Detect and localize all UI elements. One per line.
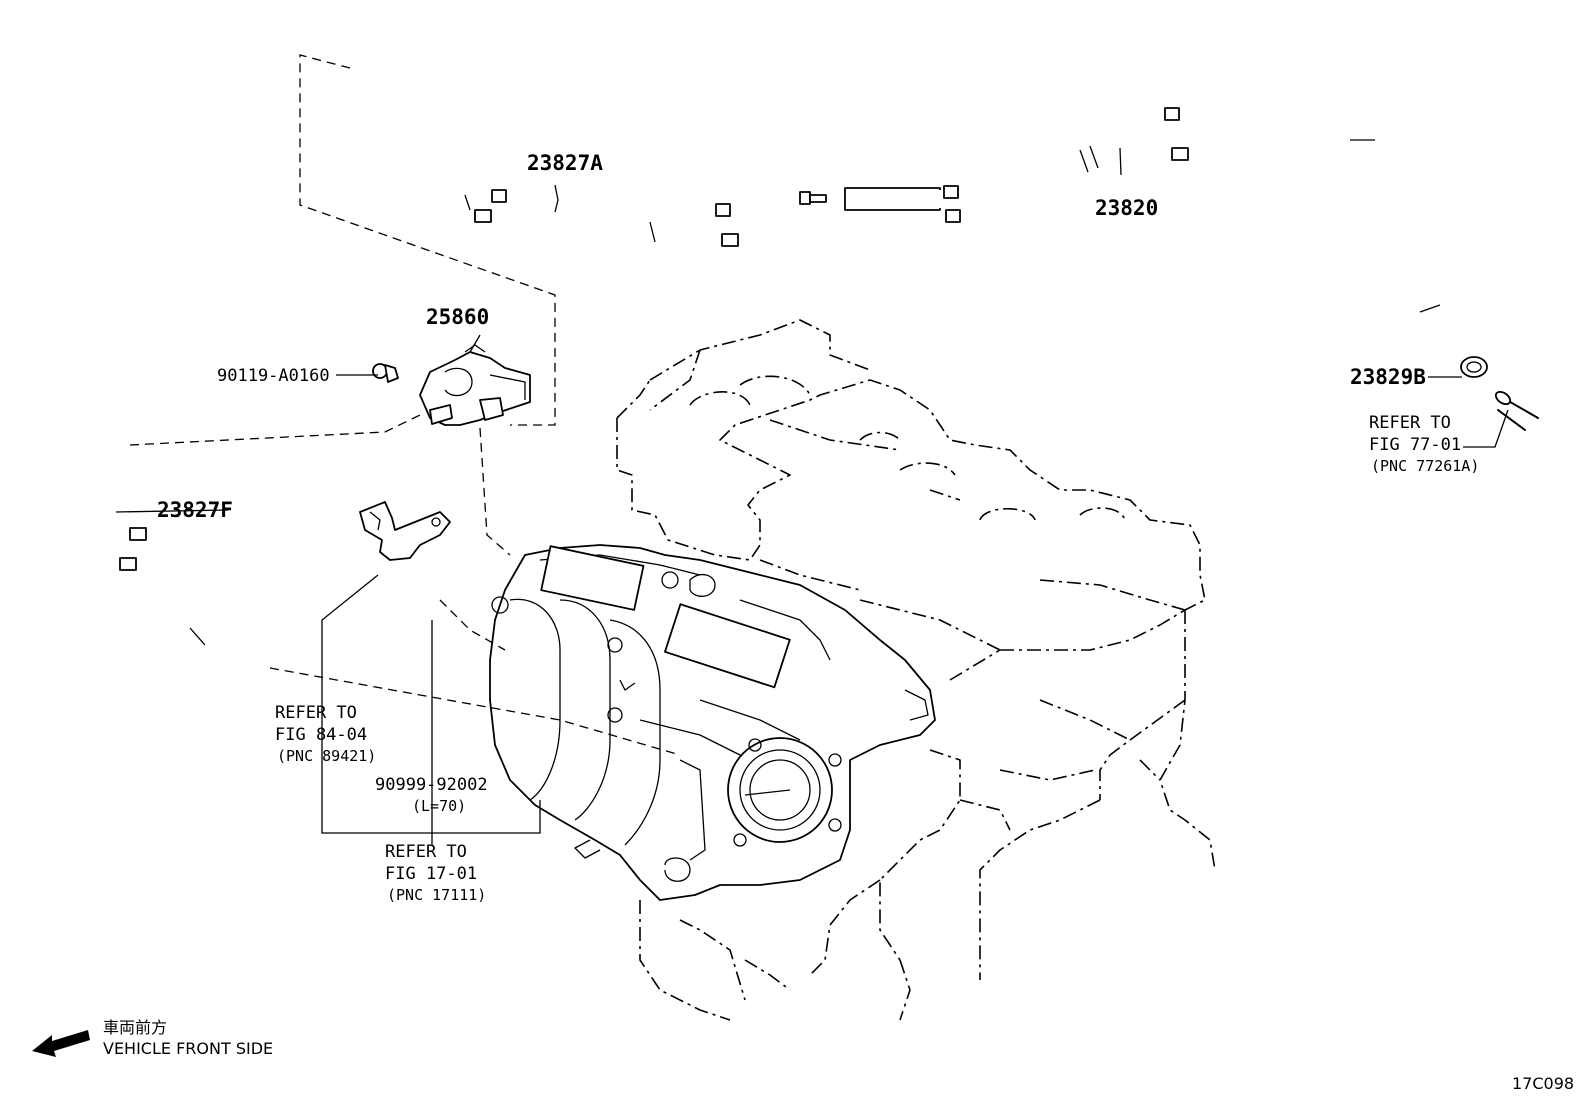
clamp-23829B <box>1460 356 1539 431</box>
label-23827F[interactable]: 23827F <box>157 498 233 522</box>
hose-23827F <box>69 436 279 664</box>
front-arrow-icon <box>32 1030 90 1057</box>
direction-jp: 車両前方 <box>103 1018 167 1037</box>
label-90999-length: (L=70) <box>412 797 466 815</box>
ref-77-line3: (PNC 77261A) <box>1371 457 1479 475</box>
part-labels: 23827A 23820 25860 90119-A0160 23827F 23… <box>157 151 1426 815</box>
ref-84-line2: FIG 84-04 <box>275 725 367 745</box>
sensor-ref-84-04 <box>359 501 465 630</box>
hose-23827A <box>341 59 827 247</box>
refer-fig-17-01[interactable]: REFER TO FIG 17-01 (PNC 17111) <box>385 842 486 904</box>
ref-17-line3: (PNC 17111) <box>387 886 486 904</box>
refer-fig-77-01[interactable]: REFER TO FIG 77-01 (PNC 77261A) <box>1369 413 1479 475</box>
ref-77-line1: REFER TO <box>1369 413 1451 433</box>
valve-25860 <box>372 344 531 426</box>
leader-lines <box>115 147 1509 845</box>
refer-fig-84-04[interactable]: REFER TO FIG 84-04 (PNC 89421) <box>275 703 376 765</box>
label-25860[interactable]: 25860 <box>426 305 489 329</box>
vehicle-front-indicator: 車両前方 VEHICLE FRONT SIDE <box>32 1018 273 1058</box>
ref-77-line2: FIG 77-01 <box>1369 435 1461 455</box>
ref-84-line1: REFER TO <box>275 703 357 723</box>
label-23820[interactable]: 23820 <box>1095 196 1158 220</box>
ref-84-line3: (PNC 89421) <box>277 747 376 765</box>
intake-manifold <box>489 544 936 901</box>
hose-23820 <box>844 81 1459 339</box>
direction-en: VEHICLE FRONT SIDE <box>103 1039 273 1058</box>
ref-17-line1: REFER TO <box>385 842 467 862</box>
label-90119-A0160[interactable]: 90119-A0160 <box>217 366 330 386</box>
label-23829B[interactable]: 23829B <box>1350 365 1426 389</box>
ref-17-line2: FIG 17-01 <box>385 864 477 884</box>
label-23827A[interactable]: 23827A <box>527 151 603 175</box>
figure-code: 17C098 <box>1512 1074 1574 1093</box>
engine-outline <box>616 319 1216 1021</box>
label-90999-92002[interactable]: 90999-92002 <box>375 775 488 795</box>
connection-lines <box>129 54 681 756</box>
